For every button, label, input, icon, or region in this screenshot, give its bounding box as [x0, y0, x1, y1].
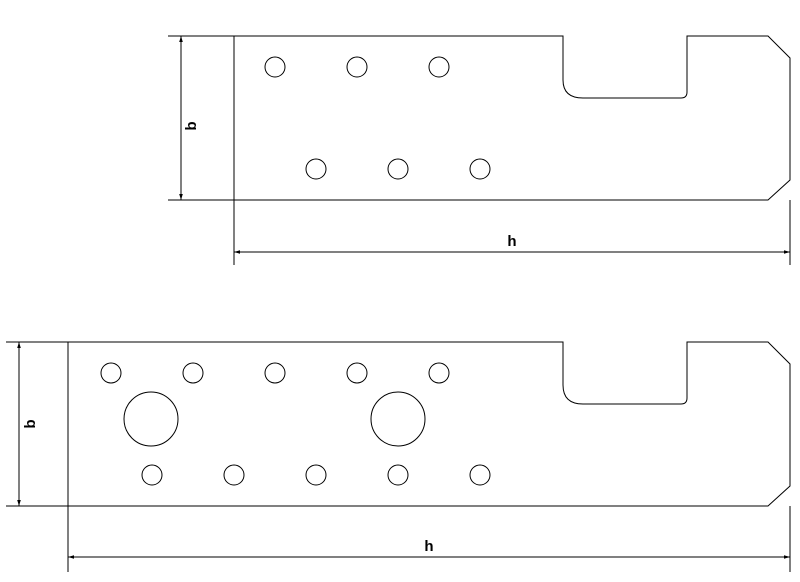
small-hole: [100, 362, 122, 384]
bracket-small-outline: [233, 35, 791, 201]
small-hole: [346, 362, 368, 384]
height-label: q: [184, 121, 201, 130]
length-dimension: h: [233, 200, 791, 265]
height-dimension: q: [168, 35, 234, 201]
small-hole: [141, 464, 163, 486]
small-hole: [305, 158, 327, 180]
bracket-large-holes: [100, 362, 491, 486]
large-hole: [370, 391, 426, 447]
small-hole: [305, 464, 327, 486]
small-hole: [387, 158, 409, 180]
small-hole: [264, 362, 286, 384]
length-label: h: [507, 233, 516, 250]
small-hole: [428, 362, 450, 384]
small-hole: [346, 56, 368, 78]
large-hole: [123, 391, 179, 447]
length-dimension: h: [67, 506, 791, 572]
small-hole: [223, 464, 245, 486]
small-hole: [469, 464, 491, 486]
height-label: q: [23, 419, 40, 428]
bracket-large-outline: [67, 341, 791, 507]
small-hole: [387, 464, 409, 486]
bracket-large-drawing: q h: [6, 341, 791, 572]
bracket-small-holes: [264, 56, 491, 180]
bracket-small-drawing: q h: [168, 35, 791, 265]
length-label: h: [424, 538, 433, 555]
height-dimension: q: [6, 341, 68, 507]
small-hole: [182, 362, 204, 384]
small-hole: [469, 158, 491, 180]
small-hole: [428, 56, 450, 78]
small-hole: [264, 56, 286, 78]
